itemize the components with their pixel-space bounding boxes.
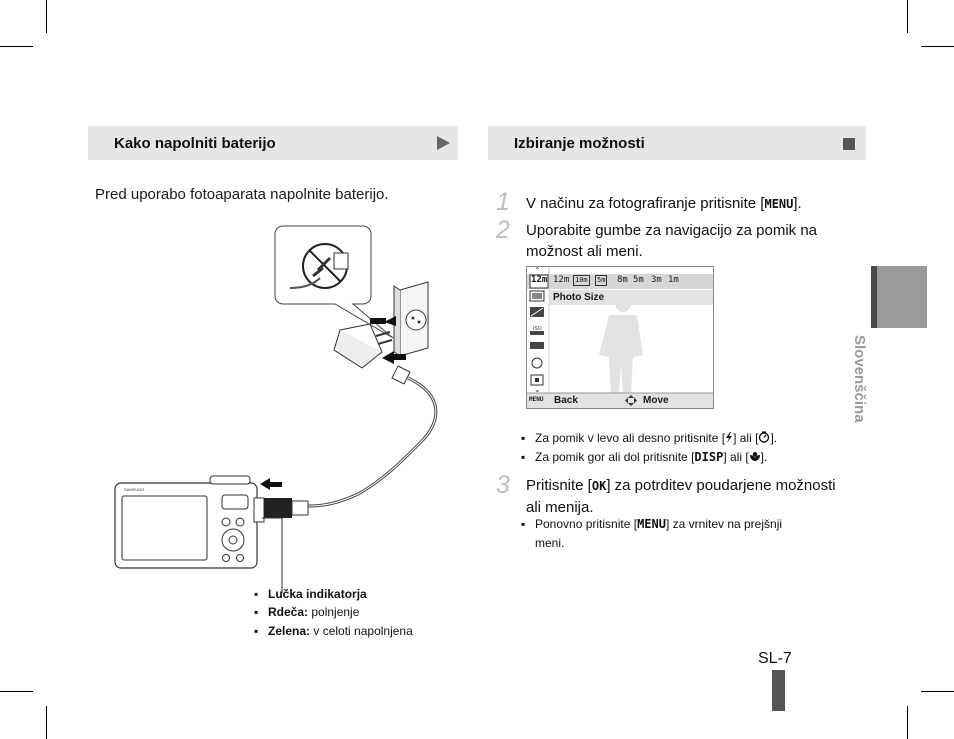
- crop-mark: [46, 0, 47, 33]
- legend-item: ▪Zelena: v celoti napolnjena: [254, 624, 413, 638]
- stop-square-icon: [843, 138, 855, 150]
- step-number: 3: [496, 471, 510, 499]
- camera-brand: SAMSUNG: [124, 487, 144, 492]
- section-title: Izbiranje možnosti: [514, 135, 645, 152]
- page-marker: [772, 670, 785, 711]
- crop-mark: [921, 691, 954, 692]
- crop-mark: [0, 46, 33, 47]
- crop-mark: [921, 46, 954, 47]
- flash-icon: [726, 432, 733, 443]
- intro-text: Pred uporabo fotoaparata napolnite bater…: [95, 186, 389, 203]
- header-background: [88, 126, 458, 160]
- step-text: V načinu za fotografiranje pritisnite [M…: [526, 195, 802, 212]
- play-arrow-icon: [437, 136, 450, 150]
- svg-text:⌃: ⌃: [534, 267, 541, 275]
- bullet-item: ▪Za pomik v levo ali desno pritisnite []…: [521, 431, 778, 445]
- crop-mark: [46, 706, 47, 739]
- size-option: 5m: [595, 275, 608, 286]
- ok-key-icon: OK: [591, 479, 607, 493]
- bullet-continuation: meni.: [535, 536, 565, 550]
- step-number: 2: [496, 216, 510, 244]
- crop-mark: [907, 706, 908, 739]
- crop-mark: [907, 0, 908, 33]
- back-label: Back: [554, 395, 578, 406]
- crop-mark: [0, 691, 33, 692]
- bullet-item: ▪Za pomik gor ali dol pritisnite [DISP] …: [521, 450, 768, 464]
- legend-label: Zelena:: [268, 624, 311, 638]
- step-text: Uporabite gumbe za navigacijo za pomik n…: [526, 222, 817, 260]
- menu-key-icon: MENU: [529, 396, 544, 403]
- bullet-item: ▪Ponovno pritisnite [MENU] za vrnitev na…: [521, 517, 783, 531]
- section-header-charging: Kako napolniti baterijo: [88, 126, 458, 160]
- size-option: 5m: [633, 275, 644, 285]
- legend-label: Rdeča:: [268, 605, 309, 619]
- section-header-options: Izbiranje možnosti: [488, 126, 866, 160]
- step-text: Pritisnite [OK] za potrditev poudarjene …: [526, 477, 836, 516]
- legend-item: ▪Lučka indikatorja: [254, 587, 367, 601]
- timer-icon: [759, 431, 770, 443]
- size-option: 12m: [553, 275, 570, 285]
- language-label: Slovenščina: [851, 335, 868, 423]
- menu-key-icon: MENU: [764, 197, 794, 211]
- legend-item: ▪Rdeča: polnjenje: [254, 605, 360, 619]
- menu-key-icon: MENU: [637, 517, 666, 531]
- header-background: [488, 126, 866, 160]
- size-option-selected: 12m: [531, 275, 548, 285]
- page-number: SL-7: [758, 650, 792, 667]
- move-label: Move: [643, 395, 669, 406]
- macro-flower-icon: [749, 452, 760, 461]
- camera-screen: ⌃ ISO ⌄ 12m 12m 10m 5m 8m 5m 3m 1m Photo…: [526, 266, 714, 409]
- legend-desc: v celoti napolnjena: [313, 624, 413, 638]
- screen-graphics: ⌃ ISO ⌄: [527, 267, 713, 408]
- charging-illustration: SAMSUNG: [114, 225, 438, 593]
- language-tab: [871, 266, 927, 328]
- disp-key-icon: DISP: [694, 450, 724, 464]
- size-option: 1m: [668, 275, 679, 285]
- legend-desc: polnjenje: [311, 605, 360, 619]
- size-option: 10m: [573, 275, 590, 286]
- menu-item-photo-size[interactable]: Photo Size: [553, 292, 605, 303]
- language-tab-accent: [871, 266, 877, 328]
- step-number: 1: [496, 188, 510, 216]
- svg-text:⌄: ⌄: [534, 385, 541, 394]
- section-title: Kako napolniti baterijo: [114, 135, 276, 152]
- svg-text:ISO: ISO: [533, 326, 542, 332]
- legend-label: Lučka indikatorja: [268, 587, 367, 601]
- size-option: 8m: [617, 275, 628, 285]
- size-option: 3m: [651, 275, 662, 285]
